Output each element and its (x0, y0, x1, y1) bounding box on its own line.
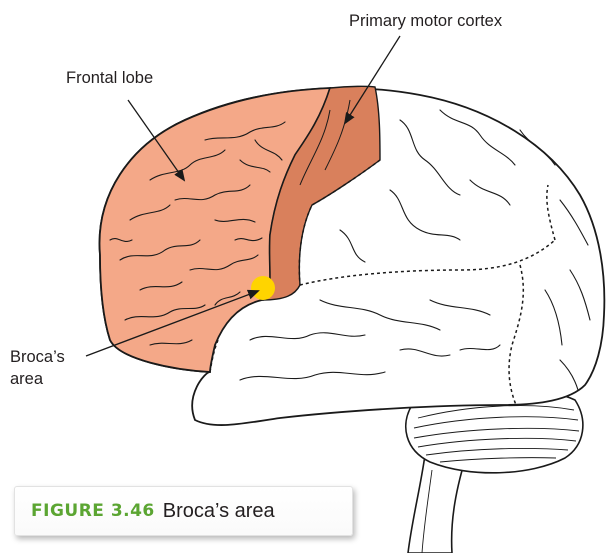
figure-number: FIGURE 3.46 (31, 501, 155, 521)
primary-motor-cortex-label: Primary motor cortex (349, 10, 502, 32)
brocas-area-label: Broca’s area (10, 346, 65, 391)
brocas-area-label-line1: Broca’s (10, 346, 65, 368)
frontal-lobe-label: Frontal lobe (66, 67, 153, 89)
brocas-area-label-line2: area (10, 368, 65, 390)
figure-caption: FIGURE 3.46 Broca’s area (14, 486, 353, 536)
figure-title: Broca’s area (163, 500, 275, 523)
brocas-area-highlight (251, 276, 275, 300)
